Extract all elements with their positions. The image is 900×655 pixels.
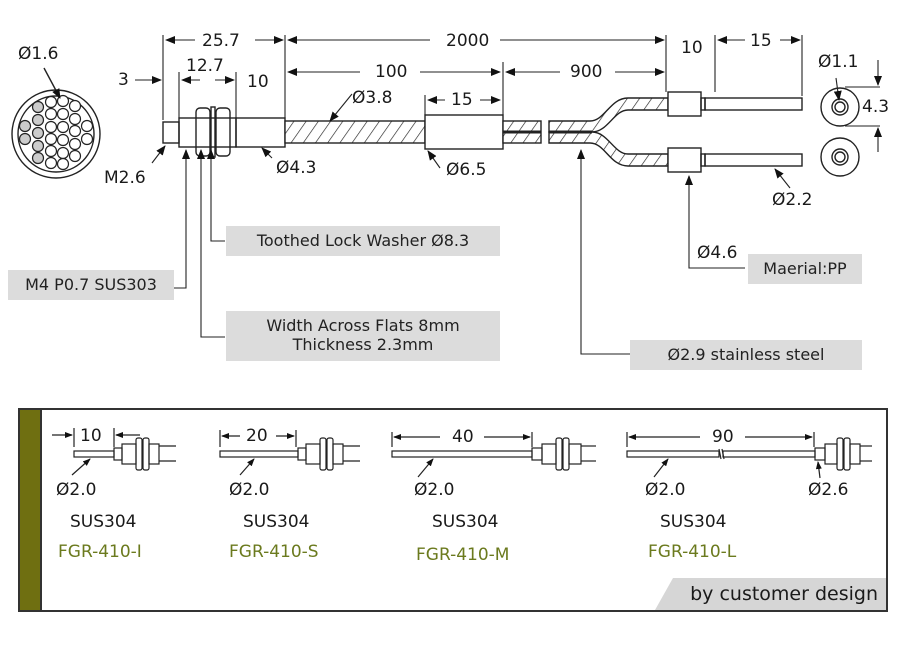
panel-accent-bar (18, 408, 42, 612)
dia-6-5-label: Ø6.5 (446, 160, 487, 180)
m2-6-label: M2.6 (104, 168, 146, 188)
thread-note: M4 P0.7 SUS303 (8, 270, 174, 300)
dim-25-7: 25.7 (202, 31, 240, 51)
variant-i-dia: Ø2.0 (56, 480, 97, 500)
variant-m-dia: Ø2.0 (414, 480, 455, 500)
dim-3: 3 (118, 70, 129, 90)
variant-i-model: FGR-410-I (58, 542, 142, 562)
dim-12-7: 12.7 (186, 56, 224, 76)
dia-1-1-label: Ø1.1 (818, 52, 859, 72)
dim-900: 900 (570, 62, 603, 82)
variant-s-length: 20 (246, 426, 268, 446)
dim-15-tip: 15 (750, 31, 772, 51)
dim-15-mid: 15 (451, 90, 473, 110)
nut-note: Width Across Flats 8mm Thickness 2.3mm (226, 311, 500, 361)
nut-note-line1: Width Across Flats 8mm (266, 316, 460, 335)
variant-l-extra-dia: Ø2.6 (808, 480, 849, 500)
dim-100: 100 (375, 62, 408, 82)
dim-4-3-side: 4.3 (862, 97, 890, 117)
variant-l-material: SUS304 (660, 512, 727, 532)
variant-m-drawing (391, 432, 596, 478)
sheath-note: Ø2.9 stainless steel (630, 340, 862, 370)
material-note: Maerial:PP (748, 254, 862, 284)
dim-10-head: 10 (247, 72, 269, 92)
variant-m-model: FGR-410-M (416, 545, 510, 565)
variant-m-length: 40 (452, 427, 474, 447)
dia-2-2-label: Ø2.2 (772, 190, 813, 210)
variant-s-drawing (219, 430, 360, 476)
variant-m-material: SUS304 (432, 512, 499, 532)
variant-i-drawing (52, 428, 176, 476)
dim-10-tip: 10 (681, 38, 703, 58)
variant-l-dia: Ø2.0 (645, 480, 686, 500)
washer-note: Toothed Lock Washer Ø8.3 (226, 226, 500, 256)
variant-i-length: 10 (80, 426, 102, 446)
variant-l-length: 90 (712, 427, 734, 447)
variant-l-model: FGR-410-L (648, 542, 737, 562)
end-view-bundle (11, 67, 101, 179)
variant-s-dia: Ø2.0 (229, 480, 270, 500)
nut-note-line2: Thickness 2.3mm (292, 335, 434, 354)
dim-2000: 2000 (446, 31, 490, 51)
dia-4-6-label: Ø4.6 (697, 243, 738, 263)
variant-i-material: SUS304 (70, 512, 137, 532)
fiber-dia-label: Ø1.6 (18, 44, 59, 64)
variant-s-material: SUS304 (243, 512, 310, 532)
dia-4-3-label: Ø4.3 (276, 158, 317, 178)
dia-3-8-label: Ø3.8 (352, 88, 393, 108)
custom-design-label: by customer design (655, 578, 886, 610)
variant-l-drawing (626, 432, 872, 479)
variant-s-model: FGR-410-S (229, 542, 319, 562)
